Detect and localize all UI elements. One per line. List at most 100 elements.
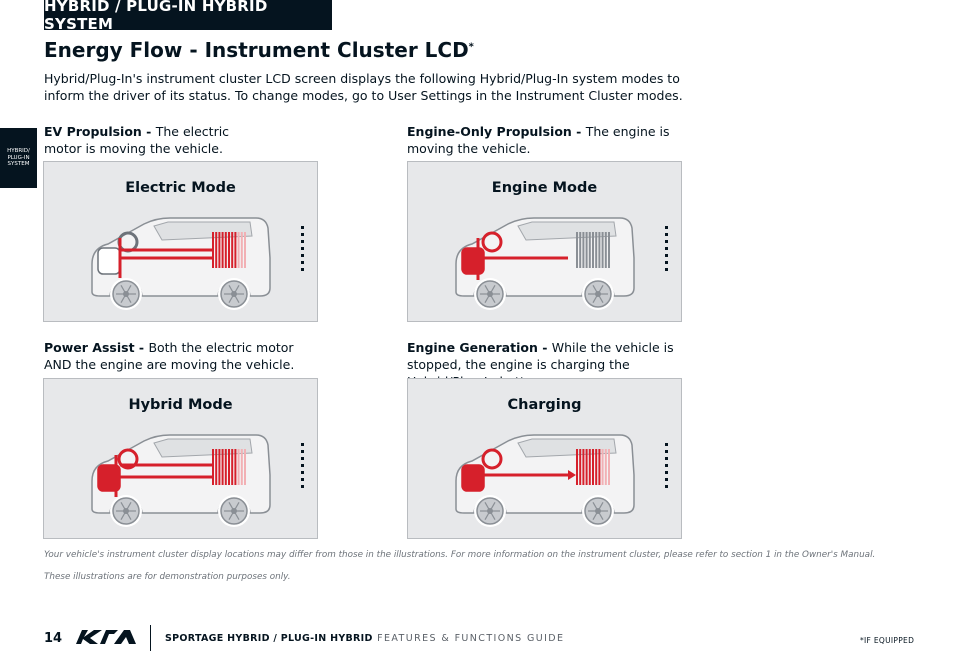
flow-arrow [481,231,503,253]
hybrid-mode-illustration [91,434,304,527]
kia-logo [76,630,136,644]
charging-illustration [455,434,668,527]
page-title: Energy Flow - Instrument Cluster LCD* [44,38,474,62]
gauge-mark [301,485,304,488]
gauge-mark [301,471,304,474]
gauge-mark [665,457,668,460]
battery-cell [598,449,601,485]
battery-cell [215,232,218,268]
gauge-mark [665,233,668,236]
gauge-mark [301,226,304,229]
if-equipped-note: *IF EQUIPPED [860,636,915,645]
mode-caption-power-assist: Power Assist - Both the electric motor A… [44,339,314,373]
gauge-mark [301,240,304,243]
battery-cell [588,232,591,268]
battery-cell [608,449,610,485]
car-window [517,221,617,241]
battery-cell [244,449,246,485]
battery-cell [604,449,607,485]
mode-caption-generation: Engine Generation - While the vehicle is… [407,339,687,390]
guide-title-light: FEATURES & FUNCTIONS GUIDE [372,633,565,644]
page-number: 14 [44,631,63,646]
battery-cell [579,232,582,268]
gauge-mark [665,485,668,488]
gauge-mark [665,450,668,453]
gauge-mark [301,478,304,481]
engine-mode-panel: Engine Mode [407,161,682,322]
side-tab-line-1: HYBRID/ [7,148,30,155]
battery-cell [585,449,588,485]
side-tab-line-3: SYSTEM [7,161,30,168]
battery-cell [231,449,234,485]
mode-heading: Engine Generation - [407,340,552,355]
flow-arrow-head [568,470,576,480]
battery-cell [595,449,598,485]
footer-divider [150,625,151,651]
battery-cell [212,449,214,485]
battery-cell [595,232,598,268]
gauge-mark [665,464,668,467]
battery-cell [244,232,246,268]
electric-mode-illustration [91,217,304,310]
battery-cell [221,232,224,268]
panel-label: Hybrid Mode [128,397,233,413]
battery-cell [221,449,224,485]
cluster-note: Your vehicle's instrument cluster displa… [44,550,876,560]
battery-cell [237,232,240,268]
engine-block [461,247,485,275]
side-tab-line-2: PLUG-IN [7,154,30,161]
charging-panel: Charging [407,378,682,539]
gauge-mark [301,450,304,453]
battery-cell [228,449,230,485]
gauge-mark [665,254,668,257]
panel-label: Charging [507,397,582,413]
battery-cell [224,232,227,268]
battery-cell [579,449,582,485]
gauge-mark [665,261,668,264]
battery-cell [218,449,221,485]
battery-cell [582,449,585,485]
gauge-mark [665,247,668,250]
battery-cell [240,232,243,268]
battery-cell [598,232,601,268]
battery-cell [582,232,585,268]
battery-cell [588,449,591,485]
battery-cell [237,449,240,485]
battery-cell [585,232,588,268]
section-tab: HYBRID / PLUG-IN HYBRID SYSTEM [44,0,332,33]
gauge-mark [665,471,668,474]
equipped-marker: * [468,41,474,53]
gauge-mark [665,226,668,229]
gauge-mark [301,261,304,264]
mode-heading: Power Assist - [44,340,149,355]
engine-mode-illustration [455,217,668,310]
battery-cell [212,232,214,268]
gauge-mark [301,247,304,250]
battery-cell [576,232,578,268]
gauge-mark [301,268,304,271]
hybrid-mode-panel: Hybrid Mode [43,378,318,539]
intro-paragraph: Hybrid/Plug-In's instrument cluster LCD … [44,71,683,103]
battery-cell [604,232,607,268]
battery-cell [240,449,243,485]
battery-cell [592,449,594,485]
gauge-mark [665,443,668,446]
guide-title: SPORTAGE HYBRID / PLUG-IN HYBRID FEATURE… [165,633,564,644]
flow-arrow [117,448,139,470]
battery-cell [592,232,594,268]
panel-label: Electric Mode [125,180,236,196]
mode-caption-engine: Engine-Only Propulsion - The engine is m… [407,123,682,157]
flow-arrow [481,448,503,470]
battery-cell [234,232,237,268]
mode-description: The electric motor is moving the vehicle… [44,124,230,156]
gauge-mark [301,443,304,446]
car-window [153,221,253,241]
battery-cell [215,449,218,485]
gauge-mark [301,457,304,460]
battery-cell [231,232,234,268]
battery-cell [234,449,237,485]
gauge-mark [665,478,668,481]
mode-caption-ev: EV Propulsion - The electric motor is mo… [44,123,249,157]
gauge-mark [665,240,668,243]
engine-block [97,247,121,275]
